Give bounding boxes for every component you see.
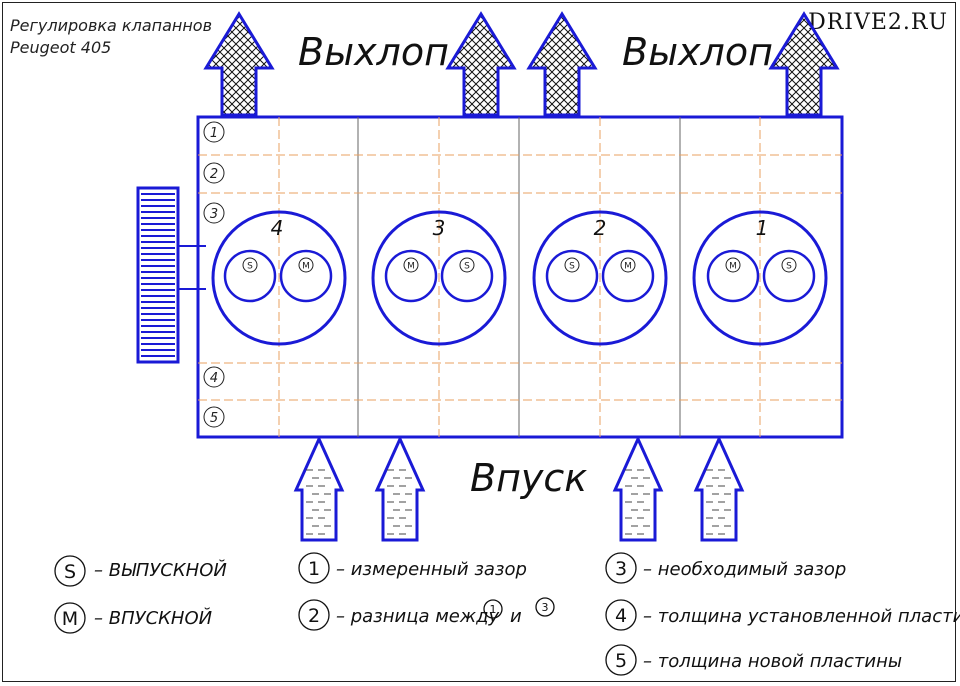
valve: [601, 249, 655, 303]
valve-type-label: M: [624, 262, 632, 272]
row-label: 2: [210, 167, 218, 182]
cylinder-number: 1: [756, 216, 769, 240]
valve: [706, 249, 760, 303]
legend-markers: [54, 552, 637, 676]
row-markers: [203, 121, 225, 428]
legend-ref-3: 3: [542, 601, 549, 614]
row-label: 3: [210, 207, 218, 222]
valve-type-label: S: [247, 262, 253, 272]
exhaust-arrow-4: [768, 11, 840, 117]
row-label: 1: [210, 126, 218, 141]
exhaust-label-right: Выхлоп: [622, 30, 773, 74]
row-marker-2: [203, 162, 225, 184]
cylinder-number: 3: [433, 216, 446, 240]
legend-symbol-5: 5: [615, 650, 627, 672]
legend-exhaust-text: – ВЫПУСКНОЙ: [94, 560, 227, 581]
valve: [762, 249, 816, 303]
legend-new-shim: – толщина новой пластины: [643, 651, 903, 672]
legend-difference: – разница между: [336, 606, 500, 627]
legend-measured-gap: – измеренный зазор: [336, 559, 527, 580]
brand-watermark: DRIVE2.RU: [808, 10, 948, 35]
legend-ref-1: 1: [490, 603, 497, 616]
row-marker-1: [203, 121, 225, 143]
exhaust-arrow-1: [203, 11, 275, 117]
valve: [440, 249, 494, 303]
cylinder-number: 2: [594, 216, 607, 240]
cylinder-1: [692, 210, 828, 346]
exhaust-arrow-2: [445, 11, 517, 117]
valve: [545, 249, 599, 303]
valve: [279, 249, 333, 303]
valve-type-label: S: [786, 262, 792, 272]
exhaust-arrow-3: [526, 11, 598, 117]
cylinder-number: 4: [271, 216, 284, 240]
cylinder-3: [371, 210, 507, 346]
row-marker-5: [203, 406, 225, 428]
legend-intake-text: – ВПУСКНОЙ: [94, 608, 213, 629]
cylinder-2: [532, 210, 668, 346]
cylinder-4: [211, 210, 347, 346]
legend-symbol-2: 2: [308, 605, 320, 627]
valve-type-label: S: [464, 262, 470, 272]
row-label: 4: [210, 371, 218, 386]
row-marker-4: [203, 366, 225, 388]
valve: [223, 249, 277, 303]
intake-arrow-2: [374, 435, 426, 542]
valve-type-label: M: [407, 262, 415, 272]
legend-symbol-3: 3: [615, 558, 627, 580]
legend-and: и: [510, 606, 522, 627]
row-marker-3: [203, 202, 225, 224]
legend-symbol-1: 1: [308, 558, 320, 580]
legend-required-gap: – необходимый зазор: [643, 559, 847, 580]
valve-type-label: S: [569, 262, 575, 272]
row-label: 5: [210, 411, 218, 426]
valve: [384, 249, 438, 303]
exhaust-label-left: Выхлоп: [298, 30, 449, 74]
timing-pulley: [136, 186, 206, 364]
legend-installed-shim: – толщина установленной пластины: [643, 606, 960, 627]
intake-arrow-4: [693, 435, 745, 542]
intake-label: Впуск: [470, 456, 588, 500]
cylinder-dividers: [357, 117, 681, 437]
drawing-title: Регулировка клапаннов: [10, 16, 213, 35]
legend-symbol-4: 4: [615, 605, 627, 627]
intake-arrow-3: [612, 435, 664, 542]
intake-arrow-1: [293, 435, 345, 542]
legend-symbol-m: M: [62, 608, 78, 630]
measurement-grid: [198, 117, 842, 437]
drawing-subtitle: Peugeot 405: [10, 38, 112, 57]
cylinders: [211, 210, 828, 346]
valve-type-label: M: [729, 262, 737, 272]
legend-symbol-s: S: [64, 561, 76, 583]
valve-type-label: M: [302, 262, 310, 272]
cylinder-head: [196, 115, 844, 439]
